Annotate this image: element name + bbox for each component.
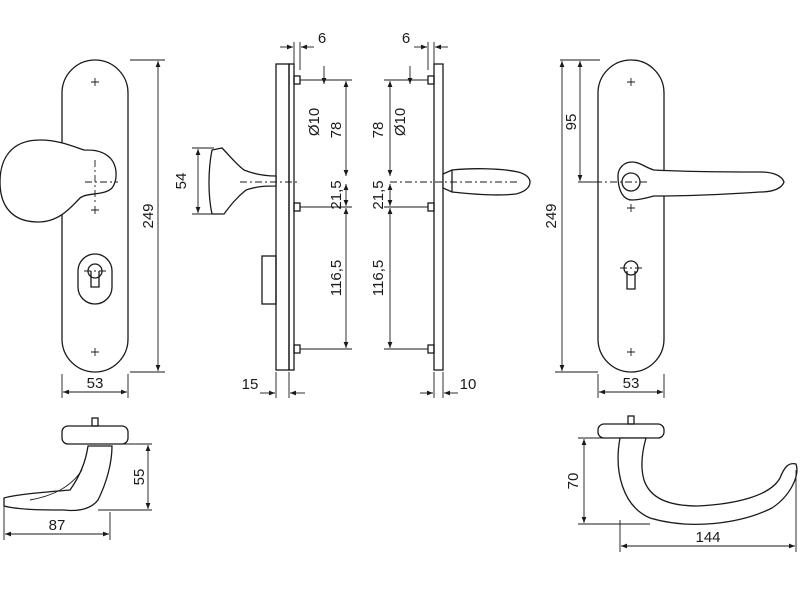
top-view-knob: 55 87 bbox=[3, 417, 152, 540]
dim-116-5-left: 116,5 bbox=[328, 260, 345, 296]
side-view-lever: 6 Ø10 78 21,5 116,5 10 bbox=[370, 30, 531, 398]
dim-d10-left: Ø10 bbox=[306, 108, 323, 136]
front-view-lever-plate: 95 249 53 bbox=[543, 59, 785, 398]
dim-d10-right: Ø10 bbox=[392, 108, 409, 136]
knob-side bbox=[208, 147, 277, 215]
plate-side bbox=[275, 63, 290, 371]
top-view-lever: 70 144 bbox=[565, 415, 798, 552]
cylinder-escutcheon bbox=[77, 253, 113, 305]
dim-53-left: 53 bbox=[87, 375, 104, 392]
dim-21-5-right: 21,5 bbox=[370, 180, 387, 209]
dim-95: 95 bbox=[563, 114, 580, 131]
backplate-lever bbox=[597, 59, 665, 373]
backplate bbox=[61, 59, 129, 373]
dim-70: 70 bbox=[565, 473, 582, 490]
knob bbox=[0, 139, 117, 223]
front-view-knob-plate: 249 53 bbox=[0, 59, 165, 398]
dim-249-right: 249 bbox=[543, 203, 560, 228]
dim-6-left: 6 bbox=[318, 30, 326, 47]
dim-87: 87 bbox=[49, 517, 66, 534]
plate-side-lever bbox=[433, 63, 444, 371]
dim-249-left: 249 bbox=[140, 203, 157, 228]
dim-21-5-left: 21,5 bbox=[328, 180, 345, 209]
dim-10: 10 bbox=[460, 376, 477, 393]
lever-top bbox=[617, 437, 798, 525]
dim-144: 144 bbox=[695, 529, 720, 546]
dim-15: 15 bbox=[242, 376, 259, 393]
lever bbox=[617, 161, 785, 201]
knob-top bbox=[3, 445, 113, 512]
side-view-knob: 54 6 Ø10 78 21,5 116,5 15 bbox=[173, 30, 352, 398]
screw-marks bbox=[91, 78, 99, 356]
dim-55: 55 bbox=[131, 469, 148, 486]
dim-6-right: 6 bbox=[402, 30, 410, 47]
dim-53-right: 53 bbox=[623, 375, 640, 392]
dim-54: 54 bbox=[173, 173, 190, 190]
rosette-lever bbox=[597, 423, 665, 439]
dim-116-5-right: 116,5 bbox=[370, 260, 387, 296]
cylinder-hole-lever bbox=[620, 260, 642, 290]
rosette-knob bbox=[61, 425, 129, 445]
dim-78-right: 78 bbox=[370, 122, 387, 139]
dim-78-left: 78 bbox=[328, 122, 345, 139]
